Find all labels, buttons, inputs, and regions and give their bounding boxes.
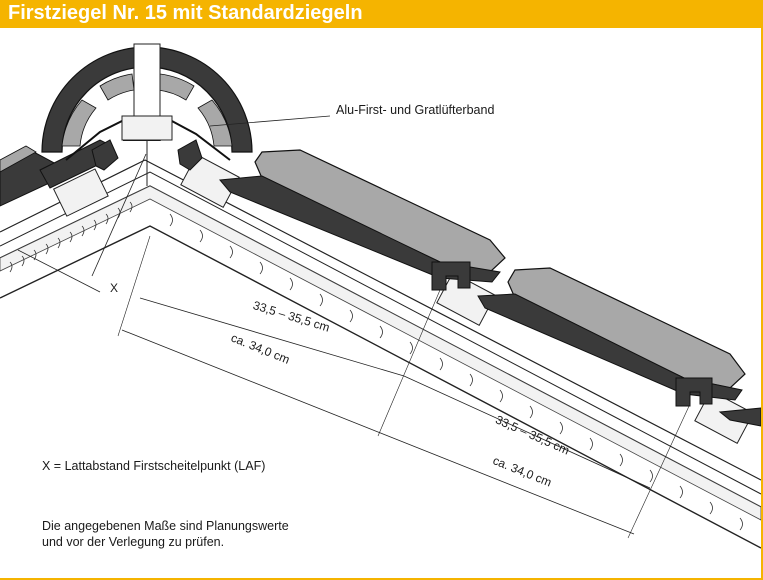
ridge-tile-grey-segments [61, 73, 233, 147]
counter-batten-right [169, 213, 743, 531]
header-bar: Firstziegel Nr. 15 mit Standardziegeln [0, 0, 763, 28]
left-tile-grey [0, 145, 37, 173]
right-tile-1-underside [219, 175, 501, 283]
ext-line-3 [627, 403, 691, 539]
roof-batten-line [0, 159, 761, 481]
dim-lower-2-line [377, 431, 635, 535]
counter-batten-line [0, 171, 761, 495]
x-marker: X [110, 281, 118, 295]
x-dim-line [91, 153, 147, 277]
diagram-canvas: 33,5 – 35,5 cm ca. 34,0 cm 33,5 – 35,5 c… [0, 28, 761, 578]
ridge-tile [41, 46, 253, 153]
ridge-batten [121, 115, 173, 141]
dim-upper-1-line [139, 297, 405, 377]
planning-note-line1: Die angegebenen Maße sind Planungswerte [42, 519, 289, 533]
ridge-clamp-left [91, 139, 119, 171]
right-tile-3-underside [718, 407, 761, 427]
dim-lower-1-line [403, 375, 651, 489]
ext-line-1 [117, 235, 151, 337]
ext-line-2 [377, 289, 441, 437]
left-batten [52, 168, 109, 217]
roof-interior [0, 238, 761, 578]
x-dim-tick [17, 249, 101, 293]
planning-note-line2: und vor der Verlegung zu prüfen. [42, 535, 225, 549]
right-tile-2-underside [477, 293, 743, 401]
underlay-membrane [0, 185, 761, 521]
dim-upper-2-line [121, 329, 379, 433]
roof-ridge-diagram: 33,5 – 35,5 cm ca. 34,0 cm 33,5 – 35,5 c… [0, 43, 761, 578]
tile-hook-2 [675, 377, 713, 407]
rafter-underside [0, 225, 761, 549]
page-title: Firstziegel Nr. 15 mit Standardziegeln [8, 2, 363, 24]
ridge-clamp-right [177, 139, 203, 171]
vent-band-label: Alu-First- und Gratlüfterband [336, 103, 494, 117]
tile-hook-1 [431, 261, 471, 291]
vent-band-leader [209, 115, 331, 127]
legend-x-note: X = Lattabstand Firstscheitelpunkt (LAF) [42, 459, 266, 473]
